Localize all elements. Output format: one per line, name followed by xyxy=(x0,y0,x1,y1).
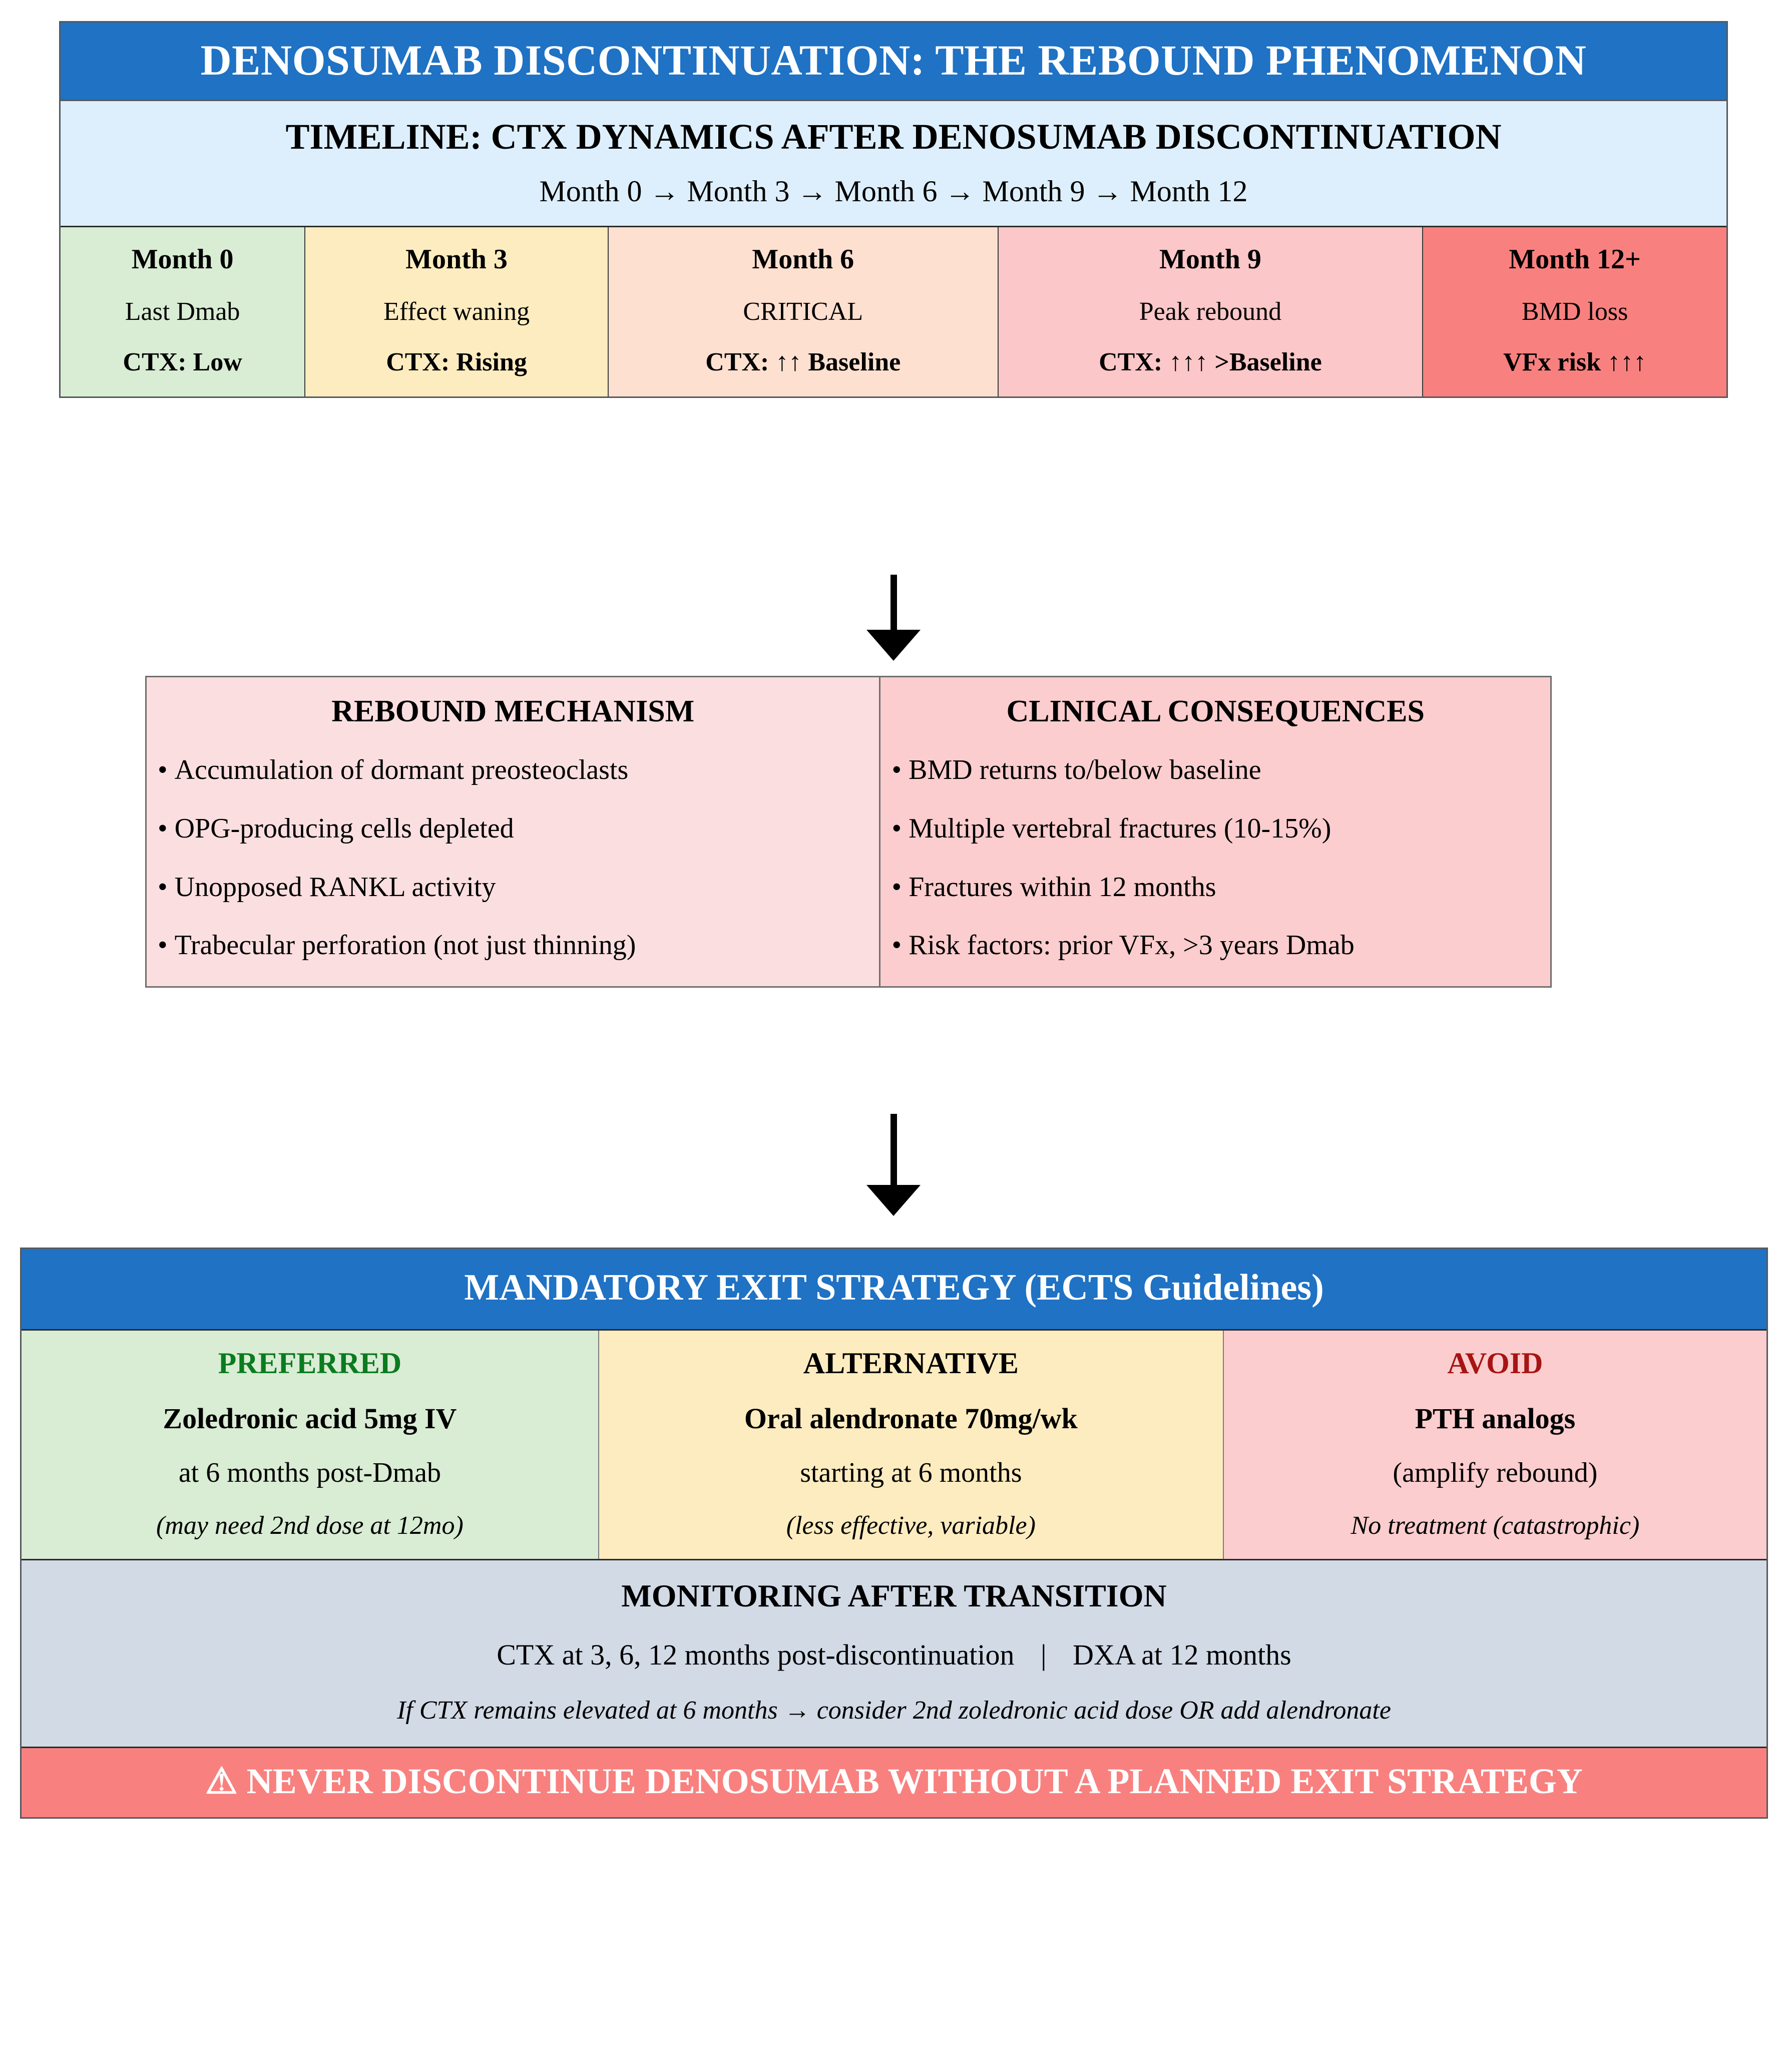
month-ctx: CTX: ↑↑↑ >Baseline xyxy=(1099,348,1322,377)
list-item: •Risk factors: prior VFx, >3 years Dmab xyxy=(891,930,1539,961)
timeline-cell-month-0: Month 0 Last Dmab CTX: Low xyxy=(61,227,306,397)
bullet-icon: • xyxy=(891,754,902,786)
option-drug: PTH analogs xyxy=(1415,1402,1576,1435)
month-status: BMD loss xyxy=(1521,297,1628,326)
option-drug: Oral alendronate 70mg/wk xyxy=(744,1402,1078,1435)
month-ctx: VFx risk ↑↑↑ xyxy=(1503,348,1647,377)
down-arrow-icon xyxy=(863,1114,924,1216)
monitoring-title: MONITORING AFTER TRANSITION xyxy=(621,1578,1167,1614)
list-item: •Accumulation of dormant preosteoclasts xyxy=(158,754,868,786)
month-ctx: CTX: Low xyxy=(123,348,242,377)
exit-strategy-title: MANDATORY EXIT STRATEGY (ECTS Guidelines… xyxy=(22,1249,1766,1331)
arrow-shaft xyxy=(890,1114,897,1185)
list-item-label: Accumulation of dormant preosteoclasts xyxy=(174,754,629,786)
bullet-icon: • xyxy=(891,812,902,844)
rebound-mechanism-title: REBOUND MECHANISM xyxy=(331,694,695,728)
timeline-cell-month-6: Month 6 CRITICAL CTX: ↑↑ Baseline xyxy=(608,227,999,397)
list-item: •BMD returns to/below baseline xyxy=(891,754,1539,786)
warning-banner: ⚠ NEVER DISCONTINUE DENOSUMAB WITHOUT A … xyxy=(22,1746,1766,1817)
month-label: Month 12+ xyxy=(1509,244,1641,275)
clinical-consequences-panel: CLINICAL CONSEQUENCES •BMD returns to/be… xyxy=(880,677,1550,987)
rebound-mechanism-panel: REBOUND MECHANISM •Accumulation of dorma… xyxy=(147,677,881,987)
month-status: Peak rebound xyxy=(1139,297,1282,326)
page-title: DENOSUMAB DISCONTINUATION: THE REBOUND P… xyxy=(61,23,1726,102)
exit-strategy-options-row: PREFERRED Zoledronic acid 5mg IV at 6 mo… xyxy=(22,1330,1766,1559)
option-heading: AVOID xyxy=(1447,1346,1543,1380)
list-item: •Unopposed RANKL activity xyxy=(158,872,868,903)
down-arrow-icon xyxy=(863,575,924,661)
option-heading: PREFERRED xyxy=(218,1346,402,1380)
list-item: •Multiple vertebral fractures (10-15%) xyxy=(891,813,1539,845)
option-note: (less effective, variable) xyxy=(786,1511,1036,1540)
month-status: Effect waning xyxy=(383,297,530,326)
timeline-cell-month-12: Month 12+ BMD loss VFx risk ↑↑↑ xyxy=(1423,227,1726,397)
exit-strategy-card: MANDATORY EXIT STRATEGY (ECTS Guidelines… xyxy=(20,1248,1768,1819)
month-label: Month 0 xyxy=(131,244,234,275)
option-drug: Zoledronic acid 5mg IV xyxy=(163,1402,457,1435)
list-item-label: OPG-producing cells depleted xyxy=(174,812,514,844)
arrow-head xyxy=(866,630,921,661)
month-label: Month 9 xyxy=(1159,244,1261,275)
option-timing: at 6 months post-Dmab xyxy=(178,1457,441,1488)
option-timing: starting at 6 months xyxy=(800,1457,1022,1488)
bullet-icon: • xyxy=(158,930,168,961)
list-item: •Fractures within 12 months xyxy=(891,872,1539,903)
option-note: (may need 2nd dose at 12mo) xyxy=(156,1511,464,1540)
bullet-icon: • xyxy=(158,812,168,844)
timeline-cell-month-9: Month 9 Peak rebound CTX: ↑↑↑ >Baseline xyxy=(998,227,1424,397)
option-timing: (amplify rebound) xyxy=(1393,1457,1598,1488)
monitoring-schedule: CTX at 3, 6, 12 months post-discontinuat… xyxy=(32,1638,1756,1671)
timeline-band: TIMELINE: CTX DYNAMICS AFTER DENOSUMAB D… xyxy=(61,101,1726,228)
timeline-month-row: Month 0 Last Dmab CTX: Low Month 3 Effec… xyxy=(61,227,1726,397)
month-ctx: CTX: Rising xyxy=(386,348,527,377)
list-item-label: Fractures within 12 months xyxy=(909,871,1216,903)
rebound-mechanism-list: •Accumulation of dormant preosteoclasts … xyxy=(158,754,868,961)
list-item-label: Multiple vertebral fractures (10-15%) xyxy=(909,812,1331,844)
option-note: No treatment (catastrophic) xyxy=(1351,1511,1640,1540)
bullet-icon: • xyxy=(158,871,168,903)
list-item: •Trabecular perforation (not just thinni… xyxy=(158,930,868,961)
timeline-heading: TIMELINE: CTX DYNAMICS AFTER DENOSUMAB D… xyxy=(285,117,1502,157)
bullet-icon: • xyxy=(891,930,902,961)
timeline-card: DENOSUMAB DISCONTINUATION: THE REBOUND P… xyxy=(59,21,1728,398)
monitoring-panel: MONITORING AFTER TRANSITION CTX at 3, 6,… xyxy=(22,1559,1766,1747)
mechanism-consequences-card: REBOUND MECHANISM •Accumulation of dorma… xyxy=(145,676,1552,988)
list-item-label: Unopposed RANKL activity xyxy=(174,871,496,903)
monitoring-ctx-schedule: CTX at 3, 6, 12 months post-discontinuat… xyxy=(497,1638,1015,1671)
timeline-flow-text: Month 0 → Month 3 → Month 6 → Month 9 → … xyxy=(539,175,1248,208)
month-ctx: CTX: ↑↑ Baseline xyxy=(705,348,901,377)
monitoring-separator: | xyxy=(1041,1638,1047,1671)
month-status: CRITICAL xyxy=(743,297,863,326)
month-label: Month 3 xyxy=(405,244,508,275)
month-status: Last Dmab xyxy=(125,297,240,326)
arrow-shaft xyxy=(890,575,897,630)
monitoring-dxa-schedule: DXA at 12 months xyxy=(1073,1638,1291,1671)
option-avoid: AVOID PTH analogs (amplify rebound) No t… xyxy=(1223,1330,1766,1559)
arrow-head xyxy=(866,1185,921,1216)
timeline-cell-month-3: Month 3 Effect waning CTX: Rising xyxy=(305,227,609,397)
bullet-icon: • xyxy=(158,754,168,786)
list-item: •OPG-producing cells depleted xyxy=(158,813,868,845)
bullet-icon: • xyxy=(891,871,902,903)
monitoring-note: If CTX remains elevated at 6 months → co… xyxy=(397,1696,1391,1725)
clinical-consequences-title: CLINICAL CONSEQUENCES xyxy=(1006,694,1425,728)
month-label: Month 6 xyxy=(752,244,854,275)
clinical-consequences-list: •BMD returns to/below baseline •Multiple… xyxy=(891,754,1539,961)
list-item-label: BMD returns to/below baseline xyxy=(909,754,1261,786)
list-item-label: Risk factors: prior VFx, >3 years Dmab xyxy=(909,930,1355,961)
option-heading: ALTERNATIVE xyxy=(803,1346,1019,1380)
list-item-label: Trabecular perforation (not just thinnin… xyxy=(174,930,636,961)
option-alternative: ALTERNATIVE Oral alendronate 70mg/wk sta… xyxy=(599,1330,1224,1559)
option-preferred: PREFERRED Zoledronic acid 5mg IV at 6 mo… xyxy=(22,1330,599,1559)
